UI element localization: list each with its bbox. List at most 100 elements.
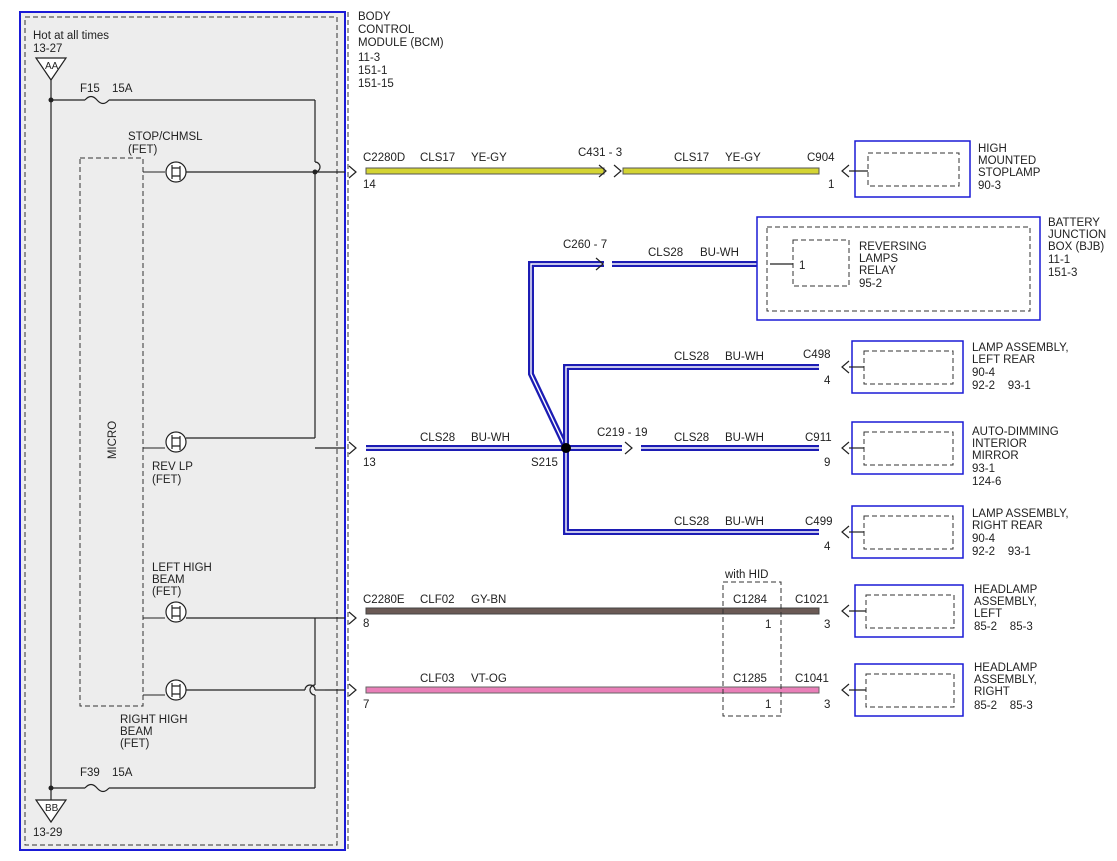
left-high-end-connector: C1021 xyxy=(795,594,829,606)
stop-circuit: CLS17 xyxy=(420,152,455,164)
stop-color-2: YE-GY xyxy=(725,152,761,164)
right-high-circuit: CLF03 xyxy=(420,673,455,685)
aa-terminal-icon[interactable]: AA xyxy=(34,57,68,82)
mirror-label-2: INTERIOR xyxy=(972,438,1027,450)
rev-wire-network[interactable] xyxy=(366,261,819,535)
lamp-right-color: BU-WH xyxy=(725,516,764,528)
right-high-pin: 7 xyxy=(363,699,369,711)
left-high-fet-icon xyxy=(143,601,315,623)
rev-fet-icon xyxy=(143,431,315,453)
headlamp-left-label-2: ASSEMBLY, xyxy=(974,596,1037,608)
relay-inline-connector: C260 - 7 xyxy=(563,239,607,251)
mirror-inline-connector: C219 - 19 xyxy=(597,427,648,439)
bcm-ref-3: 151-15 xyxy=(358,78,394,90)
bjb-label-3: BOX (BJB) xyxy=(1048,241,1104,253)
mirror-color: BU-WH xyxy=(725,432,764,444)
bjb-ref-2: 151-3 xyxy=(1048,267,1077,279)
lamp-left-rear-component[interactable] xyxy=(849,340,964,394)
stop-end-pin: 1 xyxy=(828,179,834,191)
relay-pin: 1 xyxy=(799,260,805,272)
lamp-left-pin: 4 xyxy=(824,375,831,387)
fuse-f15-rating: 15A xyxy=(112,83,133,95)
with-hid-label: with HID xyxy=(724,569,768,581)
right-high-beam-wire[interactable] xyxy=(365,683,850,697)
lamp-left-circuit: CLS28 xyxy=(674,351,709,363)
right-high-hid-pin: 1 xyxy=(765,699,771,711)
fuse-f39-rating: 15A xyxy=(112,767,133,779)
mirror-pin: 9 xyxy=(824,457,830,469)
right-high-fet-label-3: (FET) xyxy=(120,738,150,750)
bjb-component[interactable] xyxy=(756,216,1041,321)
bjb-label-1: BATTERY xyxy=(1048,217,1100,229)
bcm-ref-2: 151-1 xyxy=(358,65,387,77)
splice-label: S215 xyxy=(531,457,558,469)
stoplamp-label-3: STOPLAMP xyxy=(978,167,1041,179)
stop-inline-connector: C431 - 3 xyxy=(578,147,622,159)
mirror-ref-1: 93-1 xyxy=(972,463,995,475)
power-bus xyxy=(48,80,321,800)
lamp-right-label-2: RIGHT REAR xyxy=(972,520,1043,532)
relay-label-3: RELAY xyxy=(859,265,896,277)
stop-wire[interactable] xyxy=(365,164,850,178)
relay-ref: 95-2 xyxy=(859,278,882,290)
right-high-end-pin: 3 xyxy=(824,699,830,711)
right-high-end-connector: C1041 xyxy=(795,673,829,685)
stop-circuit-2: CLS17 xyxy=(674,152,709,164)
relay-circuit: CLS28 xyxy=(648,247,683,259)
left-high-end-pin: 3 xyxy=(824,619,830,631)
rev-pin: 13 xyxy=(363,457,376,469)
lamp-left-color: BU-WH xyxy=(725,351,764,363)
mirror-component[interactable] xyxy=(849,421,964,475)
micro-label: MICRO xyxy=(107,421,119,459)
bb-ref: 13-29 xyxy=(33,827,62,839)
stop-end-connector: C904 xyxy=(807,152,835,164)
headlamp-left-component[interactable] xyxy=(849,584,964,638)
right-high-fet-icon xyxy=(143,679,325,701)
bjb-ref-1: 11-1 xyxy=(1048,254,1070,266)
stop-fet-label-2: (FET) xyxy=(128,144,158,156)
stop-pin: 14 xyxy=(363,179,376,191)
left-high-fet-label-1: LEFT HIGH xyxy=(152,562,212,574)
rev-fet-label-1: REV LP xyxy=(152,461,193,473)
rev-color: BU-WH xyxy=(471,432,510,444)
right-high-color: VT-OG xyxy=(471,673,507,685)
headlamp-right-component[interactable] xyxy=(849,663,964,717)
headlamp-right-label-3: RIGHT xyxy=(974,686,1010,698)
left-high-beam-wire[interactable] xyxy=(365,604,850,618)
stop-connector: C2280D xyxy=(363,152,405,164)
stop-fet-icon xyxy=(143,161,318,183)
stoplamp-ref: 90-3 xyxy=(978,180,1001,192)
splice-s215-dot xyxy=(561,443,571,453)
lamp-left-label-2: LEFT REAR xyxy=(972,354,1035,366)
left-high-fet-label-3: (FET) xyxy=(152,586,182,598)
lamp-right-rear-component[interactable] xyxy=(849,505,964,559)
headlamp-right-ref: 85-2 85-3 xyxy=(974,700,1033,712)
left-high-color: GY-BN xyxy=(471,594,506,606)
body-control-module[interactable] xyxy=(19,11,349,851)
right-high-fet-label-2: BEAM xyxy=(120,726,153,738)
lamp-left-label-1: LAMP ASSEMBLY, xyxy=(972,342,1069,354)
rev-circuit: CLS28 xyxy=(420,432,455,444)
headlamp-left-ref: 85-2 85-3 xyxy=(974,621,1033,633)
lamp-right-ref-1: 90-4 xyxy=(972,533,996,545)
lamp-right-label-1: LAMP ASSEMBLY, xyxy=(972,508,1069,520)
fuse-f15-name: F15 xyxy=(80,83,100,95)
lamp-right-connector: C499 xyxy=(805,516,833,528)
aa-ref: 13-27 xyxy=(33,43,62,55)
right-high-hid-connector: C1285 xyxy=(733,673,767,685)
stoplamp-component[interactable] xyxy=(849,140,971,198)
lamp-right-circuit: CLS28 xyxy=(674,516,709,528)
rev-fet-label-2: (FET) xyxy=(152,474,182,486)
stop-color: YE-GY xyxy=(471,152,507,164)
stoplamp-label-2: MOUNTED xyxy=(978,155,1036,167)
bcm-title-1: BODY xyxy=(358,11,391,23)
mirror-ref-2: 124-6 xyxy=(972,476,1001,488)
stop-fet-label-1: STOP/CHMSL xyxy=(128,131,203,143)
right-high-fet-label-1: RIGHT HIGH xyxy=(120,714,188,726)
bjb-label-2: JUNCTION xyxy=(1048,229,1106,241)
mirror-label-3: MIRROR xyxy=(972,450,1019,462)
stoplamp-label-1: HIGH xyxy=(978,143,1007,155)
headlamp-right-label-2: ASSEMBLY, xyxy=(974,674,1037,686)
headlamp-left-label-3: LEFT xyxy=(974,608,1002,620)
mirror-label-1: AUTO-DIMMING xyxy=(972,426,1059,438)
